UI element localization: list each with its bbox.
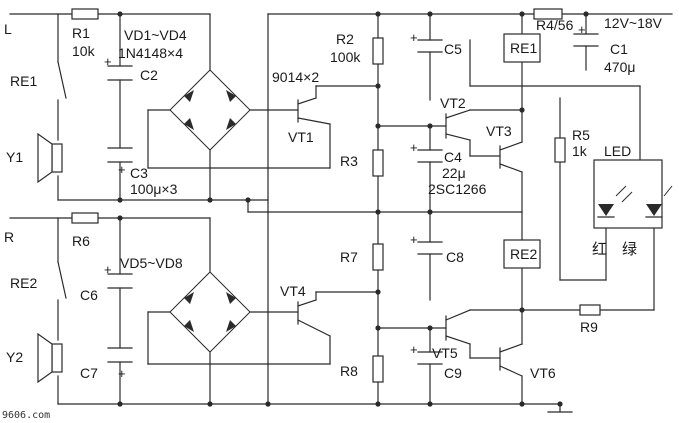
capacitor-c9 — [417, 351, 443, 365]
label-re2-coil: RE2 — [510, 246, 537, 262]
capacitor-c1 — [573, 33, 599, 47]
label-c1-value: 470μ — [604, 59, 635, 75]
transistor-vt5 — [445, 309, 471, 345]
label-c6: C6 — [80, 287, 98, 303]
label-vt5: VT5 — [432, 345, 458, 361]
resistor-r1 — [71, 8, 99, 20]
resistor-r7 — [372, 243, 384, 271]
label-vt1: VT1 — [288, 129, 314, 145]
label-r1: R1 — [72, 25, 90, 41]
label-r: R — [4, 229, 14, 245]
resistor-r9 — [579, 304, 601, 316]
capacitor-c6 — [107, 273, 133, 289]
label-r2-value: 100k — [330, 49, 361, 65]
label-r5-value: 1k — [572, 143, 588, 159]
speaker-y1 — [37, 132, 63, 184]
plus-c4: + — [410, 140, 418, 155]
label-r9: R9 — [580, 319, 598, 335]
label-led: LED — [604, 143, 631, 159]
label-9014: 9014×2 — [272, 69, 319, 85]
resistor-r4 — [533, 8, 563, 20]
transistor-vt6 — [499, 343, 523, 377]
label-vd1-vd4: VD1~VD4 — [124, 27, 187, 43]
label-y2: Y2 — [6, 349, 23, 365]
label-red: 红 — [592, 240, 607, 258]
relay-switch-re1 — [57, 61, 67, 99]
label-vt4: VT4 — [280, 283, 306, 299]
plus-c5: + — [410, 30, 418, 45]
speaker-y2 — [37, 332, 63, 384]
plus-c6: + — [104, 262, 112, 277]
label-r4: R4/56 — [536, 17, 574, 33]
label-r2: R2 — [336, 31, 354, 47]
wires-top — [9, 13, 673, 311]
label-re2-switch: RE2 — [10, 275, 37, 291]
diode-bridge-vd5-vd8 — [169, 271, 251, 353]
resistor-r5 — [554, 137, 566, 163]
label-r3: R3 — [340, 153, 358, 169]
capacitor-c7 — [107, 347, 133, 363]
label-c1: C1 — [610, 41, 628, 57]
label-l: L — [4, 21, 12, 37]
transistor-vt1 — [297, 97, 331, 125]
relay-coil-re1 — [503, 33, 541, 63]
plus-c3: + — [118, 162, 126, 177]
plus-c8: + — [410, 232, 418, 247]
label-c2: C2 — [140, 67, 158, 83]
label-vt2: VT2 — [440, 95, 466, 111]
relay-coil-re2 — [503, 239, 541, 269]
watermark: 9606.com — [2, 410, 50, 421]
label-vd5-vd8: VD5~VD8 — [120, 255, 183, 271]
resistor-r3 — [372, 149, 384, 177]
label-r1-value: 10k — [72, 43, 96, 59]
label-r8: R8 — [340, 363, 358, 379]
label-y1: Y1 — [6, 149, 23, 165]
label-r5: R5 — [572, 127, 590, 143]
plus-c7: + — [118, 366, 126, 381]
label-green: 绿 — [622, 240, 637, 258]
relay-switch-re2 — [57, 261, 67, 299]
plus-c1: + — [578, 22, 586, 37]
transistor-vt2 — [445, 109, 471, 141]
resistor-r2 — [372, 37, 384, 65]
resistor-r8 — [372, 355, 384, 383]
label-2sc1266: 2SC1266 — [428, 181, 487, 197]
label-c5: C5 — [444, 41, 462, 57]
capacitor-c5 — [417, 39, 443, 53]
label-c7: C7 — [80, 365, 98, 381]
led-red-green — [593, 159, 673, 229]
plus-c2: + — [104, 54, 112, 69]
label-r6: R6 — [72, 233, 90, 249]
transistor-vt4 — [297, 299, 331, 337]
label-r7: R7 — [340, 249, 358, 265]
transistor-vt3 — [499, 141, 523, 173]
capacitor-c8 — [417, 241, 443, 255]
plus-c9: + — [410, 342, 418, 357]
label-vt3: VT3 — [486, 123, 512, 139]
label-c8: C8 — [446, 249, 464, 265]
capacitor-c4 — [417, 149, 443, 163]
label-vt6: VT6 — [530, 365, 556, 381]
label-re1-switch: RE1 — [10, 73, 37, 89]
label-re1-coil: RE1 — [510, 40, 537, 56]
label-c3: C3 — [130, 165, 148, 181]
junctions — [117, 11, 589, 407]
label-vd1-vd4-part: 1N4148×4 — [118, 45, 183, 61]
resistor-r6 — [71, 212, 99, 224]
label-c3-value: 100μ×3 — [130, 181, 178, 197]
label-supply: 12V~18V — [604, 15, 663, 31]
label-c4-value: 22μ — [442, 165, 466, 181]
capacitor-c2 — [107, 65, 133, 81]
capacitor-c3 — [107, 147, 133, 163]
wires-bottom — [9, 199, 581, 413]
diode-bridge-vd1-vd4 — [169, 69, 251, 151]
label-c4: C4 — [444, 149, 462, 165]
label-c9: C9 — [444, 365, 462, 381]
